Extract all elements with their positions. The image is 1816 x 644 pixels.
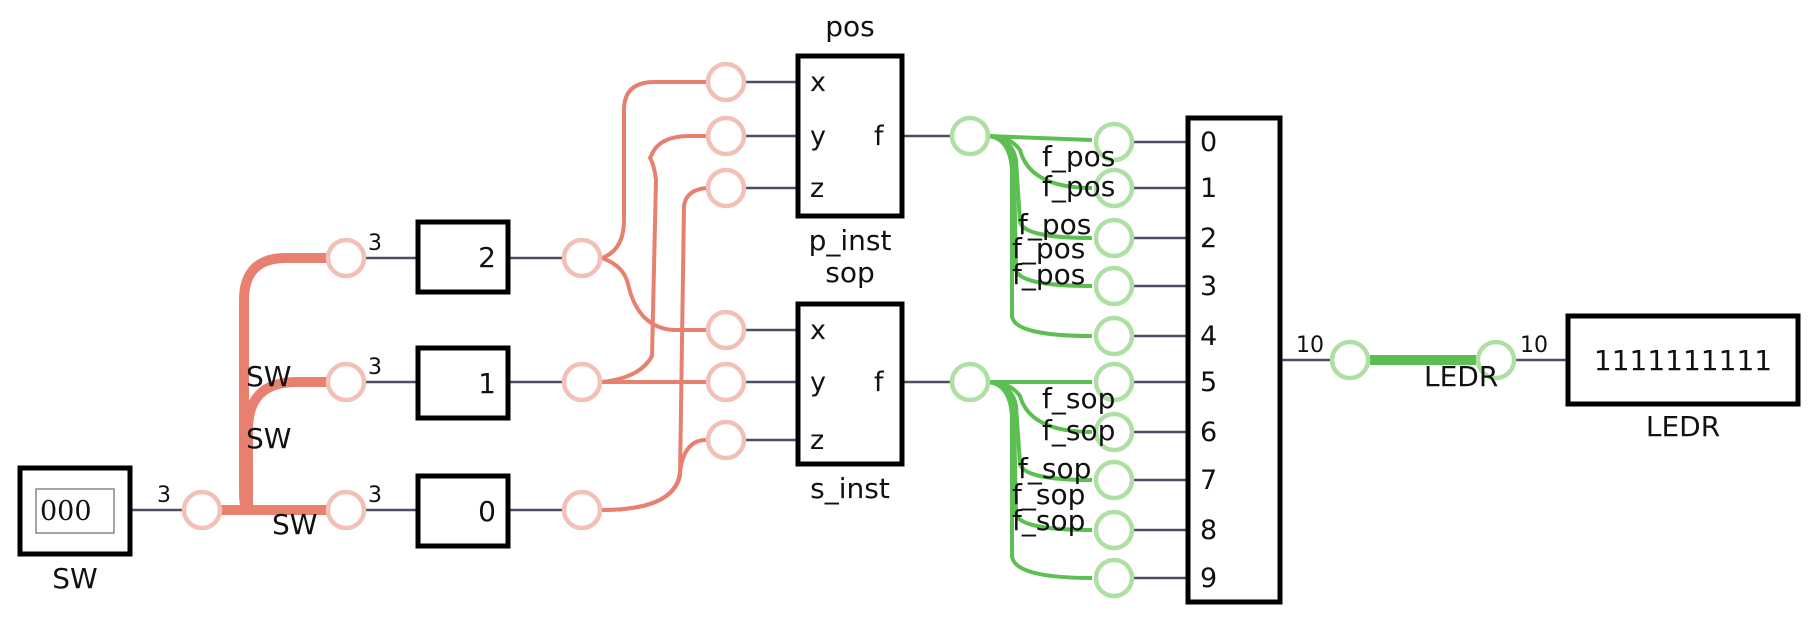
concat-block[interactable]: 0 1 2 3 4 5 6 7 8 9 [1185,115,1283,605]
slice-box-2[interactable]: 2 [415,219,511,295]
pos-port-y: y [810,121,826,152]
concat-width-label: 10 [1296,333,1324,358]
pos-module-title: pos [825,10,875,43]
sop-port-y: y [810,367,826,398]
sw-value: 000 [40,496,92,527]
pos-module[interactable]: x y z f [795,53,905,219]
ledr-output-block[interactable]: 1111111111 [1565,313,1801,407]
bit-node-0 [561,489,603,531]
bus-node-0 [325,489,367,531]
pos-wire-label-1: f_pos [1042,170,1115,203]
sw-tap-label-0: SW [272,508,317,541]
sop-instance-label: s_inst [810,472,890,505]
pos-port-x: x [810,67,826,98]
pos-instance-label: p_inst [809,224,892,257]
pos-wire-label-0: f_pos [1042,140,1115,173]
sop-y-node [705,361,747,403]
sw-value-field[interactable] [35,488,115,534]
sop-module[interactable]: x y z f [795,301,905,467]
bus-node-1 [325,361,367,403]
sop-port-z: z [810,425,824,456]
pos-z-node [705,167,747,209]
pos-port-f: f [874,121,885,152]
pos-wire-label-3: f_pos [1012,232,1085,265]
concat-port-wires [1132,140,1186,580]
sop-x-node [705,309,747,351]
concat-output-node [1329,339,1371,381]
bit-node-2 [561,237,603,279]
concat-port-9: 9 [1200,563,1217,594]
pos-wire-label-4: f_pos [1012,258,1085,291]
concat-port-7: 7 [1200,465,1217,496]
sw-input-block[interactable]: 000 [17,465,133,557]
concat-input-nodes [1093,121,1135,599]
pos-y-node [705,115,747,157]
concat-port-5: 5 [1200,367,1217,398]
pos-f-node [949,115,991,157]
bit2-to-pos-x [601,80,706,260]
concat-port-0: 0 [1200,127,1217,158]
concat-port-1: 1 [1200,173,1217,204]
slice-box-1[interactable]: 1 [415,345,511,421]
sop-port-f: f [874,367,885,398]
slice-2-width: 3 [368,231,382,256]
sop-wire-label-1: f_sop [1042,414,1115,447]
ledr-input-node [1475,339,1517,381]
concat-port-8: 8 [1200,515,1217,546]
pos-f-to-4 [987,134,1093,338]
sw-tap-label-2: SW [246,360,291,393]
slice-0-width: 3 [368,483,382,508]
sop-port-x: x [810,315,826,346]
sop-module-title: sop [825,256,875,289]
sw-bus-to-slice-1 [243,377,335,515]
slice-1-index: 1 [478,367,496,400]
slice-1-width: 3 [368,355,382,380]
slice-2-index: 2 [478,241,496,274]
sw-tap-label-1: SW [246,422,291,455]
sop-wire-label-2: f_sop [1018,452,1091,485]
ledr-width-label: 10 [1520,333,1548,358]
pos-x-node [705,61,747,103]
bus-node-2 [325,237,367,279]
sw-node [181,489,223,531]
ledr-value: 1111111111 [1594,344,1772,377]
slice-box-0[interactable]: 0 [415,473,511,549]
pos-port-z: z [810,173,824,204]
concat-port-4: 4 [1200,321,1217,352]
sop-f-node [949,361,991,403]
ledr-wire-label: LEDR [1424,360,1498,393]
sop-wire-label-3: f_sop [1012,478,1085,511]
sw-label: SW [52,562,97,595]
sop-wire-label-0: f_sop [1042,382,1115,415]
slice-0-index: 0 [478,495,496,528]
concat-port-6: 6 [1200,417,1217,448]
bit1-to-pos-y [601,134,706,384]
concat-port-2: 2 [1200,223,1217,254]
pos-wire-label-2: f_pos [1018,208,1091,241]
bit2-to-sop-x [601,256,706,332]
pos-f-to-0 [987,134,1093,142]
bit-node-1 [561,361,603,403]
sop-f-to-9 [987,380,1093,580]
sop-wire-label-4: f_sop [1012,504,1085,537]
bit0-to-sop-z [601,438,707,512]
sop-z-node [705,419,747,461]
sw-width-label: 3 [157,483,171,508]
ledr-label: LEDR [1646,410,1720,443]
concat-port-3: 3 [1200,271,1217,302]
